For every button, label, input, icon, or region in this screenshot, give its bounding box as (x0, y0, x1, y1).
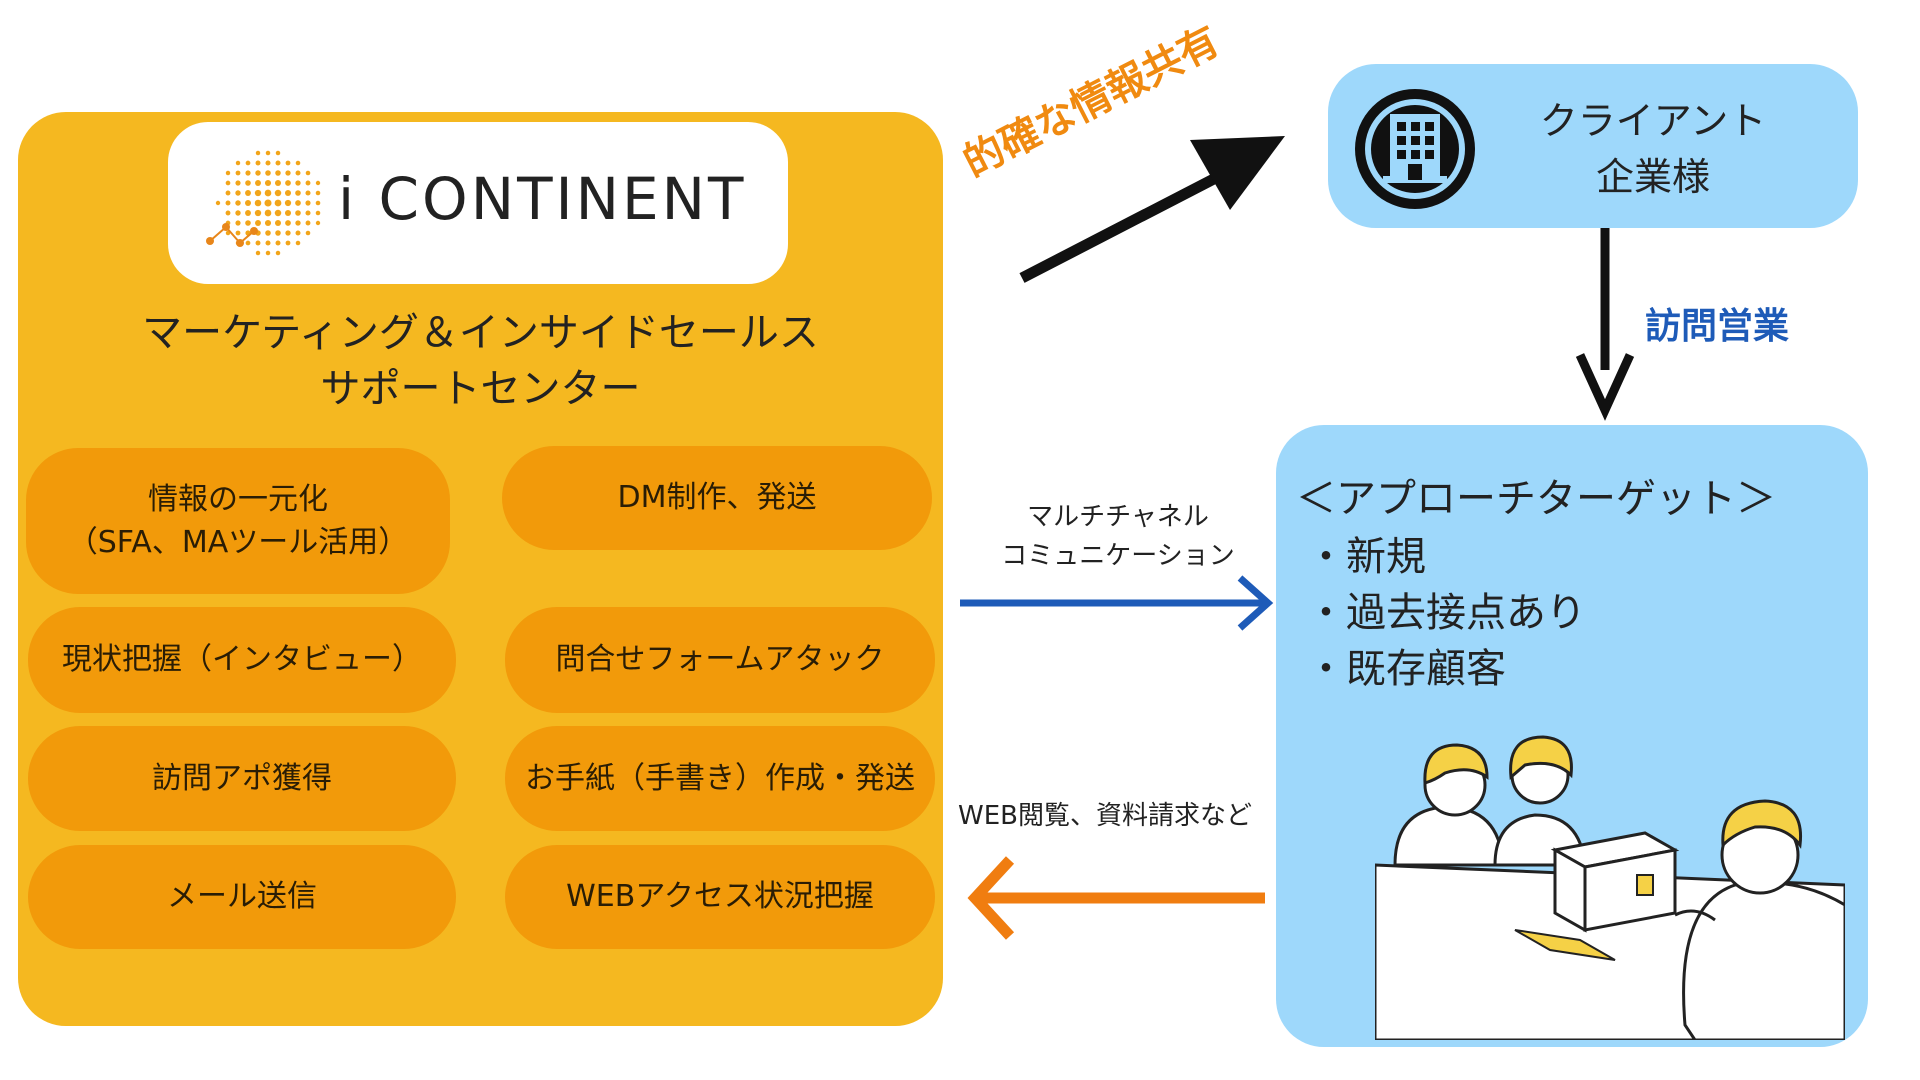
service-label: DM制作、発送 (617, 480, 817, 516)
visit-sales-label: 訪問営業 (1645, 306, 1790, 347)
multichannel-sublabel: コミュニケーション (1001, 541, 1235, 571)
info-share-arrow (1019, 136, 1285, 283)
service-sublabel: （SFA、MAツール活用） (67, 525, 409, 560)
service-pill-dm: DM制作、発送 (502, 446, 932, 550)
logo-text: i CONTINENT (338, 165, 747, 233)
panel-subtitle: サポートセンター (320, 366, 641, 412)
meeting-people-illustration (1375, 735, 1845, 1040)
service-label: 問合せフォームアタック (555, 642, 885, 678)
service-pill-form-attack: 問合せフォームアタック (505, 607, 935, 713)
service-label: お手紙（手書き）作成・発送 (525, 760, 915, 796)
target-item-new: ・新規 (1306, 534, 1426, 580)
service-pill-appointment: 訪問アポ獲得 (28, 726, 456, 831)
service-pill-email: メール送信 (28, 845, 456, 949)
web-views-label: WEB閲覧、資料請求など (958, 801, 1252, 831)
service-label: メール送信 (167, 879, 317, 915)
feedback-arrow (967, 856, 1265, 940)
service-label: WEBアクセス状況把握 (566, 879, 874, 915)
client-sublabel: 企業様 (1595, 155, 1710, 199)
globe-dots-icon (206, 150, 321, 256)
visit-sales-arrow (1575, 228, 1635, 421)
target-item-past-contact: ・過去接点あり (1306, 590, 1586, 636)
target-item-existing: ・既存顧客 (1306, 646, 1506, 692)
client-label: クライアント (1539, 99, 1767, 143)
service-pill-data-unification: 情報の一元化 （SFA、MAツール活用） (26, 448, 450, 594)
service-pill-web-access: WEBアクセス状況把握 (505, 845, 935, 949)
target-title: ＜アプローチターゲット＞ (1296, 476, 1776, 522)
multichannel-label: マルチチャネル (1027, 502, 1209, 532)
service-label: 現状把握（インタビュー） (62, 642, 422, 678)
service-label: 情報の一元化 (148, 481, 328, 517)
building-icon (1355, 89, 1475, 209)
panel-title: マーケティング＆インサイドセールス (142, 310, 819, 356)
service-label: 訪問アポ獲得 (152, 760, 332, 796)
service-pill-letter: お手紙（手書き）作成・発送 (505, 726, 935, 831)
multichannel-arrow (960, 575, 1274, 631)
service-pill-interview: 現状把握（インタビュー） (28, 607, 456, 713)
